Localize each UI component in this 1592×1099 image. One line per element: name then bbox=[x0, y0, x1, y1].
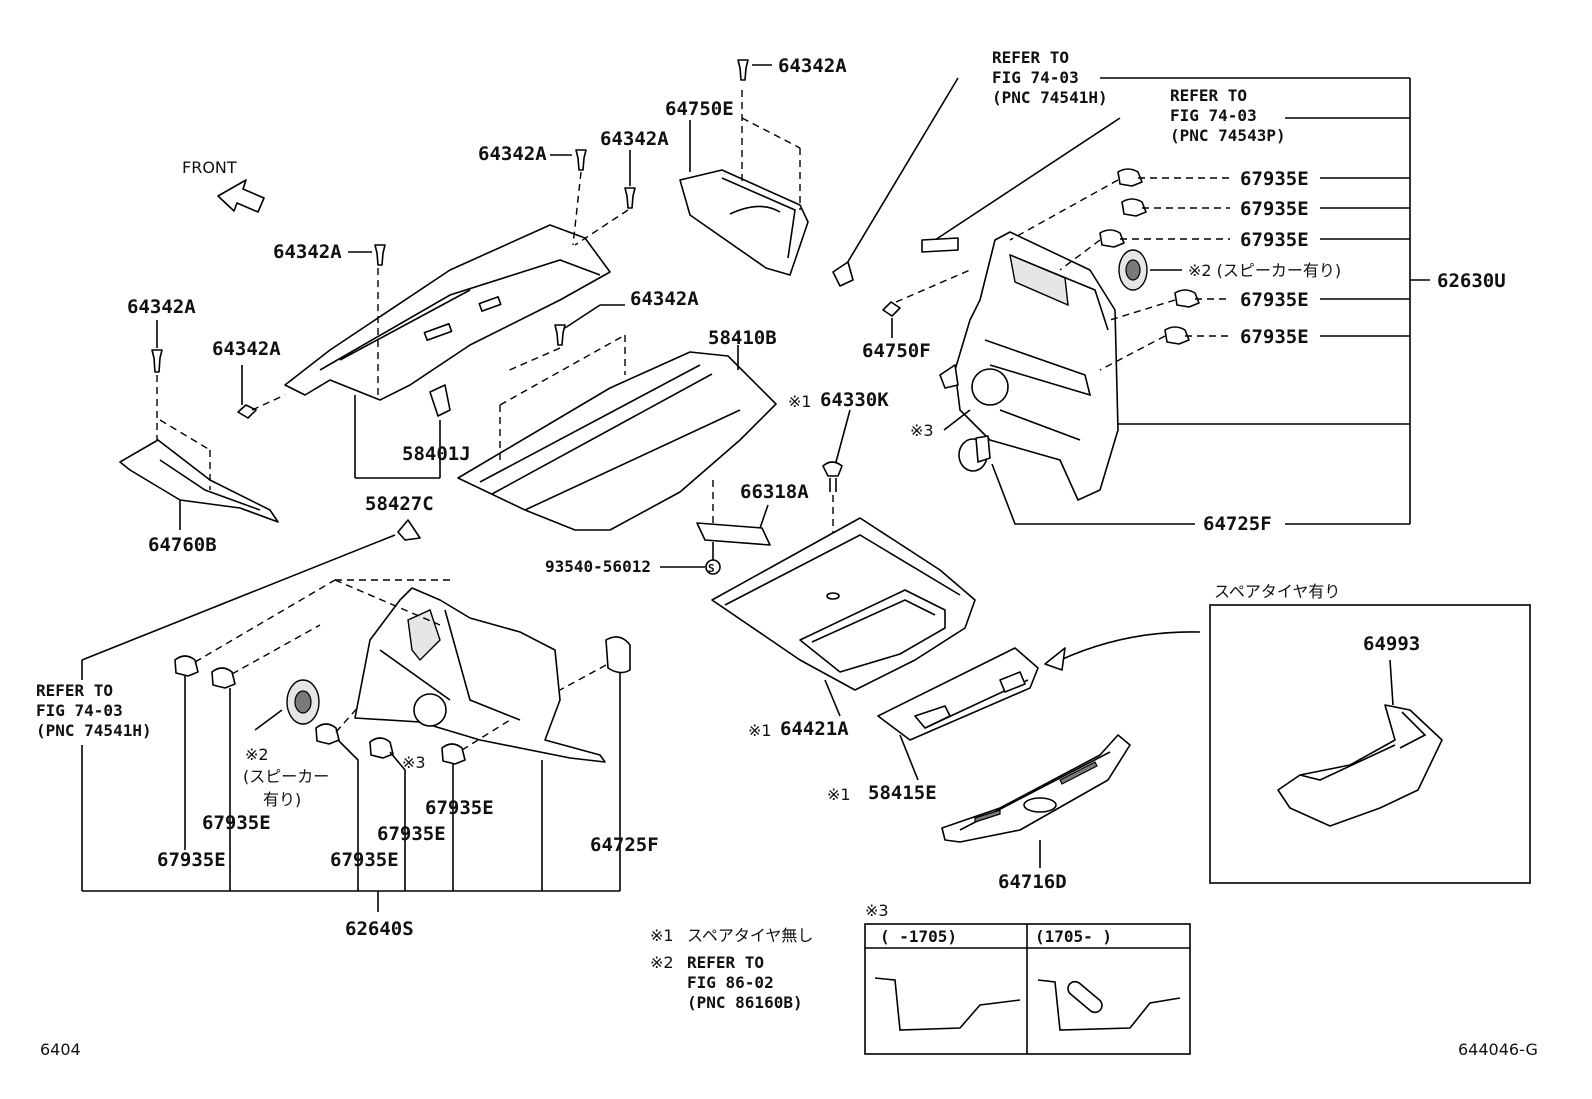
callout-64342A-a: 64342A bbox=[478, 143, 547, 165]
front-label: FRONT bbox=[182, 158, 237, 177]
callout-62630U: 62630U bbox=[1437, 270, 1506, 292]
front-arrow-icon bbox=[217, 179, 265, 213]
clip-group-64342A: 64342A 64342A 64342A 64342A 64342A 64342… bbox=[127, 128, 699, 445]
callout-64342A-d: 64342A bbox=[630, 288, 699, 310]
part-64330K: ※1 64330K bbox=[788, 389, 889, 590]
part-66318A: 66318A bbox=[696, 480, 809, 546]
callout-58410B: 58410B bbox=[708, 327, 777, 349]
callout-64421A: 64421A bbox=[780, 718, 849, 740]
refer-a-line1: REFER TO bbox=[992, 48, 1069, 67]
callout-64421A-mark: ※1 bbox=[748, 721, 772, 740]
part-62640S bbox=[334, 519, 631, 763]
part-58427C: 58427C 58401J bbox=[284, 224, 611, 515]
left-speaker: ※2 (スピーカー 有り) ※3 bbox=[243, 679, 426, 809]
note2-line2: FIG 86-02 bbox=[687, 973, 774, 992]
refer-leaders-right bbox=[832, 77, 1410, 287]
callout-mark3-left: ※3 bbox=[402, 753, 426, 772]
callout-64342A-f: 64342A bbox=[212, 338, 281, 360]
callout-67935E-r5: 67935E bbox=[1240, 326, 1309, 348]
callout-64716D: 64716D bbox=[998, 871, 1067, 893]
note3-col2: (1705- ) bbox=[1035, 927, 1112, 946]
callout-67935E-r3: 67935E bbox=[1240, 229, 1309, 251]
clip-64342A-top: 64342A bbox=[737, 55, 847, 81]
callout-64342A-c: 64342A bbox=[273, 241, 342, 263]
s-symbol: S bbox=[708, 562, 715, 575]
callout-64750F: 64750F bbox=[862, 340, 931, 362]
callout-speaker-left1: (スピーカー bbox=[243, 767, 329, 786]
part-64760B: 64760B bbox=[119, 419, 279, 556]
bracket-62640S: 62640S bbox=[82, 890, 620, 940]
front-indicator: FRONT bbox=[182, 158, 265, 213]
callout-67935E-l3: 67935E bbox=[330, 849, 399, 871]
refer-a-line2: FIG 74-03 bbox=[992, 68, 1079, 87]
callout-67935E-l2: 67935E bbox=[202, 812, 271, 834]
part-64725F-right: 64725F ※3 bbox=[910, 409, 1410, 535]
callout-62640S: 62640S bbox=[345, 918, 414, 940]
legend: ※1 スペアタイヤ無し ※2 REFER TO FIG 86-02 (PNC 8… bbox=[650, 901, 1191, 1055]
spare-with-label: スペアタイヤ有り bbox=[1214, 582, 1340, 601]
callout-66318A: 66318A bbox=[740, 481, 809, 503]
note3-mark: ※3 bbox=[865, 901, 889, 920]
callout-mark2-left: ※2 bbox=[245, 745, 269, 764]
note2-line1: REFER TO bbox=[687, 953, 764, 972]
callout-64342A-top: 64342A bbox=[778, 55, 847, 77]
callout-mark3-right: ※3 bbox=[910, 421, 934, 440]
part-64421A: ※1 64421A bbox=[711, 517, 976, 740]
part-58410B: 58410B bbox=[457, 327, 777, 531]
callout-58427C: 58427C bbox=[365, 493, 434, 515]
refer-c-line3: (PNC 74541H) bbox=[36, 721, 152, 740]
footer-right-code: 644046-G bbox=[1458, 1040, 1538, 1059]
callout-64993: 64993 bbox=[1363, 633, 1420, 655]
callout-67935E-l5: 67935E bbox=[425, 797, 494, 819]
callout-64725F-left: 64725F bbox=[590, 834, 659, 856]
part-93540-56012: S 93540-56012 bbox=[545, 542, 721, 576]
refer-c: REFER TO FIG 74-03 (PNC 74541H) bbox=[36, 534, 396, 891]
callout-64342A-e: 64342A bbox=[127, 296, 196, 318]
refer-c-line2: FIG 74-03 bbox=[36, 701, 123, 720]
callout-67935E-r4: 67935E bbox=[1240, 289, 1309, 311]
refer-b-line1: REFER TO bbox=[1170, 86, 1247, 105]
refer-b: REFER TO FIG 74-03 (PNC 74543P) bbox=[1170, 86, 1286, 145]
note1-mark: ※1 bbox=[650, 926, 674, 945]
refer-b-line3: (PNC 74543P) bbox=[1170, 126, 1286, 145]
refer-b-line2: FIG 74-03 bbox=[1170, 106, 1257, 125]
refer-c-line1: REFER TO bbox=[36, 681, 113, 700]
part-64716D: 64716D bbox=[941, 734, 1131, 893]
callout-64330K-mark: ※1 bbox=[788, 392, 812, 411]
callout-67935E-l4: 67935E bbox=[377, 823, 446, 845]
callout-67935E-l1: 67935E bbox=[157, 849, 226, 871]
callout-67935E-r2: 67935E bbox=[1240, 198, 1309, 220]
callout-speaker-left2: 有り) bbox=[263, 790, 301, 809]
footer-left-code: 6404 bbox=[40, 1040, 81, 1059]
note2-line3: (PNC 86160B) bbox=[687, 993, 803, 1012]
right-speaker: ※2 (スピーカー有り) bbox=[1118, 249, 1341, 291]
part-64750F: 64750F bbox=[862, 269, 971, 362]
refer-a: REFER TO FIG 74-03 (PNC 74541H) bbox=[992, 48, 1108, 107]
right-clips-67935E: 67935E 67935E 67935E 67935E 67935E bbox=[1009, 168, 1410, 371]
part-64750E: 64750E bbox=[665, 90, 809, 276]
callout-64330K: 64330K bbox=[820, 389, 889, 411]
callout-67935E-r1: 67935E bbox=[1240, 168, 1309, 190]
part-62630U: 62630U bbox=[939, 78, 1506, 524]
callout-58415E-mark: ※1 bbox=[827, 785, 851, 804]
callout-64760B: 64760B bbox=[148, 534, 217, 556]
callout-64342A-b: 64342A bbox=[600, 128, 669, 150]
callout-speaker-right: ※2 (スピーカー有り) bbox=[1188, 261, 1341, 280]
callout-58401J: 58401J bbox=[402, 443, 471, 465]
note1-text: スペアタイヤ無し bbox=[687, 926, 813, 945]
callout-58415E: 58415E bbox=[868, 782, 937, 804]
note3-col1: ( -1705) bbox=[880, 927, 957, 946]
callout-64750E: 64750E bbox=[665, 98, 734, 120]
note2-mark: ※2 bbox=[650, 953, 674, 972]
callout-93540: 93540-56012 bbox=[545, 557, 651, 576]
part-64725F-left: 64725F bbox=[590, 672, 659, 891]
refer-a-line3: (PNC 74541H) bbox=[992, 88, 1108, 107]
left-clips-67935E: 67935E 67935E 67935E 67935E 67935E bbox=[157, 579, 543, 891]
spare-tire-box: スペアタイヤ有り 64993 bbox=[1044, 582, 1531, 884]
callout-64725F-right: 64725F bbox=[1203, 513, 1272, 535]
part-58415E: ※1 58415E bbox=[827, 647, 1039, 804]
